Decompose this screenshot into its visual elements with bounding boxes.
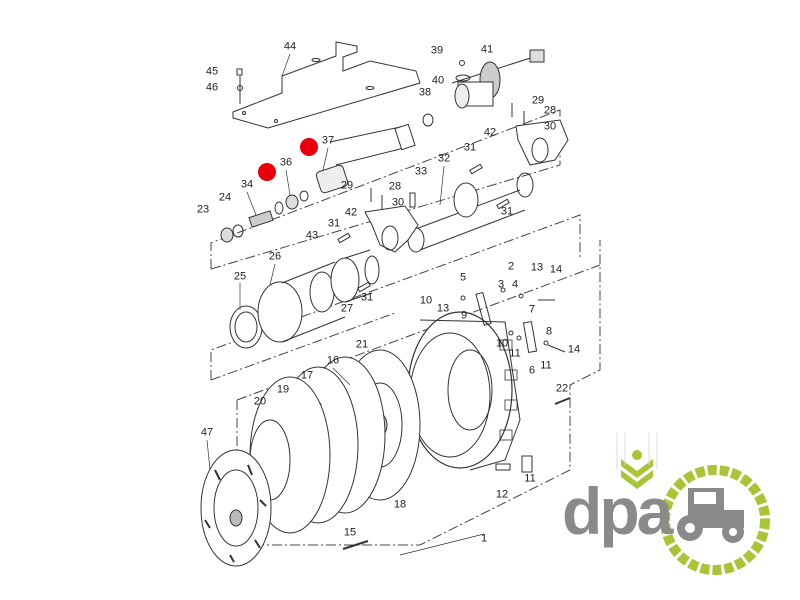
part-label[interactable]: 14 <box>567 343 581 356</box>
part-label[interactable]: 33 <box>414 165 428 178</box>
part-label[interactable]: 19 <box>276 383 290 396</box>
part-label[interactable]: 3 <box>497 278 505 291</box>
part-label[interactable]: 23 <box>196 203 210 216</box>
part-label[interactable]: 30 <box>543 120 557 133</box>
release-bearing <box>229 249 380 349</box>
part-label[interactable]: 8 <box>545 325 553 338</box>
part-label[interactable]: 13 <box>436 302 450 315</box>
part-label[interactable]: 43 <box>305 229 319 242</box>
part-label[interactable]: 7 <box>528 303 536 316</box>
part-label[interactable]: 9 <box>460 309 468 322</box>
part-label[interactable]: 1 <box>480 532 488 545</box>
bolt-15 <box>342 540 369 550</box>
part-label[interactable]: 28 <box>543 104 557 117</box>
part-label[interactable]: 11 <box>524 472 536 485</box>
part-label[interactable]: 11 <box>509 347 521 360</box>
part-label[interactable]: 27 <box>340 302 354 315</box>
part-label[interactable]: 45 <box>205 65 219 78</box>
part-label[interactable]: 31 <box>500 205 514 218</box>
part-label[interactable]: 37 <box>321 134 335 147</box>
part-label[interactable]: 36 <box>279 156 293 169</box>
part-label[interactable]: 38 <box>418 86 432 99</box>
part-label[interactable]: 10 <box>495 337 509 350</box>
plate-44 <box>232 41 421 129</box>
part-label[interactable]: 12 <box>495 488 509 501</box>
part-label[interactable]: 17 <box>300 369 314 382</box>
part-label[interactable]: 39 <box>430 44 444 57</box>
part-label[interactable]: 44 <box>283 40 297 53</box>
part-label[interactable]: 22 <box>555 382 569 395</box>
part-label[interactable]: 14 <box>549 263 563 276</box>
part-label[interactable]: 26 <box>268 250 282 263</box>
part-label[interactable]: 31 <box>360 291 374 304</box>
part-label[interactable]: 5 <box>459 271 467 284</box>
leader-lines <box>206 53 485 556</box>
highlight-marker-36 <box>300 138 318 156</box>
part-label[interactable]: 16 <box>326 354 340 367</box>
part-label[interactable]: 10 <box>419 294 433 307</box>
part-label[interactable]: 6 <box>528 364 536 377</box>
part-label[interactable]: 4 <box>511 278 519 291</box>
part-label[interactable]: 18 <box>393 498 407 511</box>
bearing-parts <box>220 190 309 243</box>
part-label[interactable]: 34 <box>240 178 254 191</box>
part-label[interactable]: 30 <box>391 196 405 209</box>
input-shaft <box>315 49 545 194</box>
part-label[interactable]: 47 <box>200 426 214 439</box>
part-label[interactable]: 31 <box>463 141 477 154</box>
part-label[interactable]: 25 <box>233 270 247 283</box>
part-label[interactable]: 24 <box>218 191 232 204</box>
release-shaft <box>337 103 569 293</box>
part-label[interactable]: 15 <box>343 526 357 539</box>
friction-disc-47 <box>200 449 272 567</box>
part-label[interactable]: 13 <box>530 261 544 274</box>
part-label[interactable]: 11 <box>540 359 552 372</box>
part-label[interactable]: 42 <box>483 126 497 139</box>
part-label[interactable]: 32 <box>437 152 451 165</box>
part-label[interactable]: 46 <box>205 81 219 94</box>
part-label[interactable]: 29 <box>340 179 354 192</box>
wheat-icon <box>621 450 653 489</box>
part-label[interactable]: 21 <box>355 338 369 351</box>
part-label[interactable]: 40 <box>431 74 445 87</box>
part-label[interactable]: 29 <box>531 94 545 107</box>
part-label[interactable]: 2 <box>507 260 515 273</box>
tractor-icon <box>677 488 744 543</box>
release-levers <box>460 287 571 473</box>
part-label[interactable]: 31 <box>327 217 341 230</box>
highlight-marker-35 <box>258 163 276 181</box>
part-label[interactable]: 41 <box>480 43 494 56</box>
part-label[interactable]: 28 <box>388 180 402 193</box>
part-label[interactable]: 20 <box>253 395 267 408</box>
logo-text: dpa <box>562 474 673 548</box>
part-label[interactable]: 42 <box>344 206 358 219</box>
